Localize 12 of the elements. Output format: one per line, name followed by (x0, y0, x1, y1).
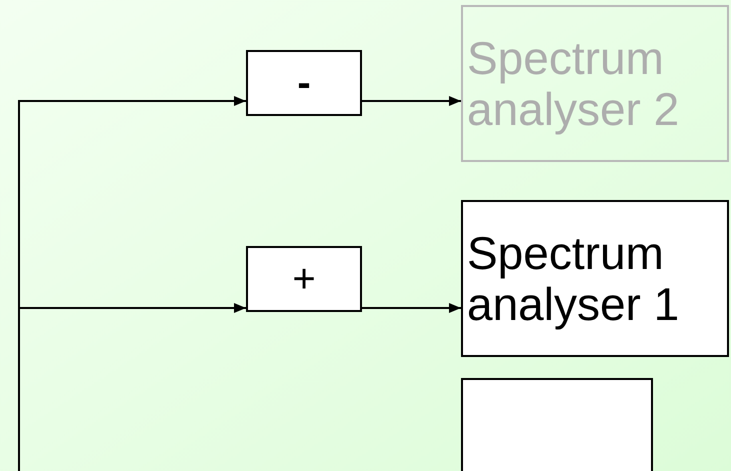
box-label: Spectrum analyser 1 (467, 228, 680, 330)
operator-box (246, 246, 362, 312)
box-label: + (292, 257, 316, 301)
arrow (362, 303, 461, 313)
instrument-box (461, 5, 729, 162)
instrument-box (461, 200, 729, 357)
arrow (362, 96, 461, 106)
box-label: Spectrum analyser 2 (467, 32, 680, 134)
box-label: - (297, 61, 311, 105)
empty-box (461, 378, 653, 471)
arrow (18, 303, 246, 471)
operator-box (246, 50, 362, 116)
